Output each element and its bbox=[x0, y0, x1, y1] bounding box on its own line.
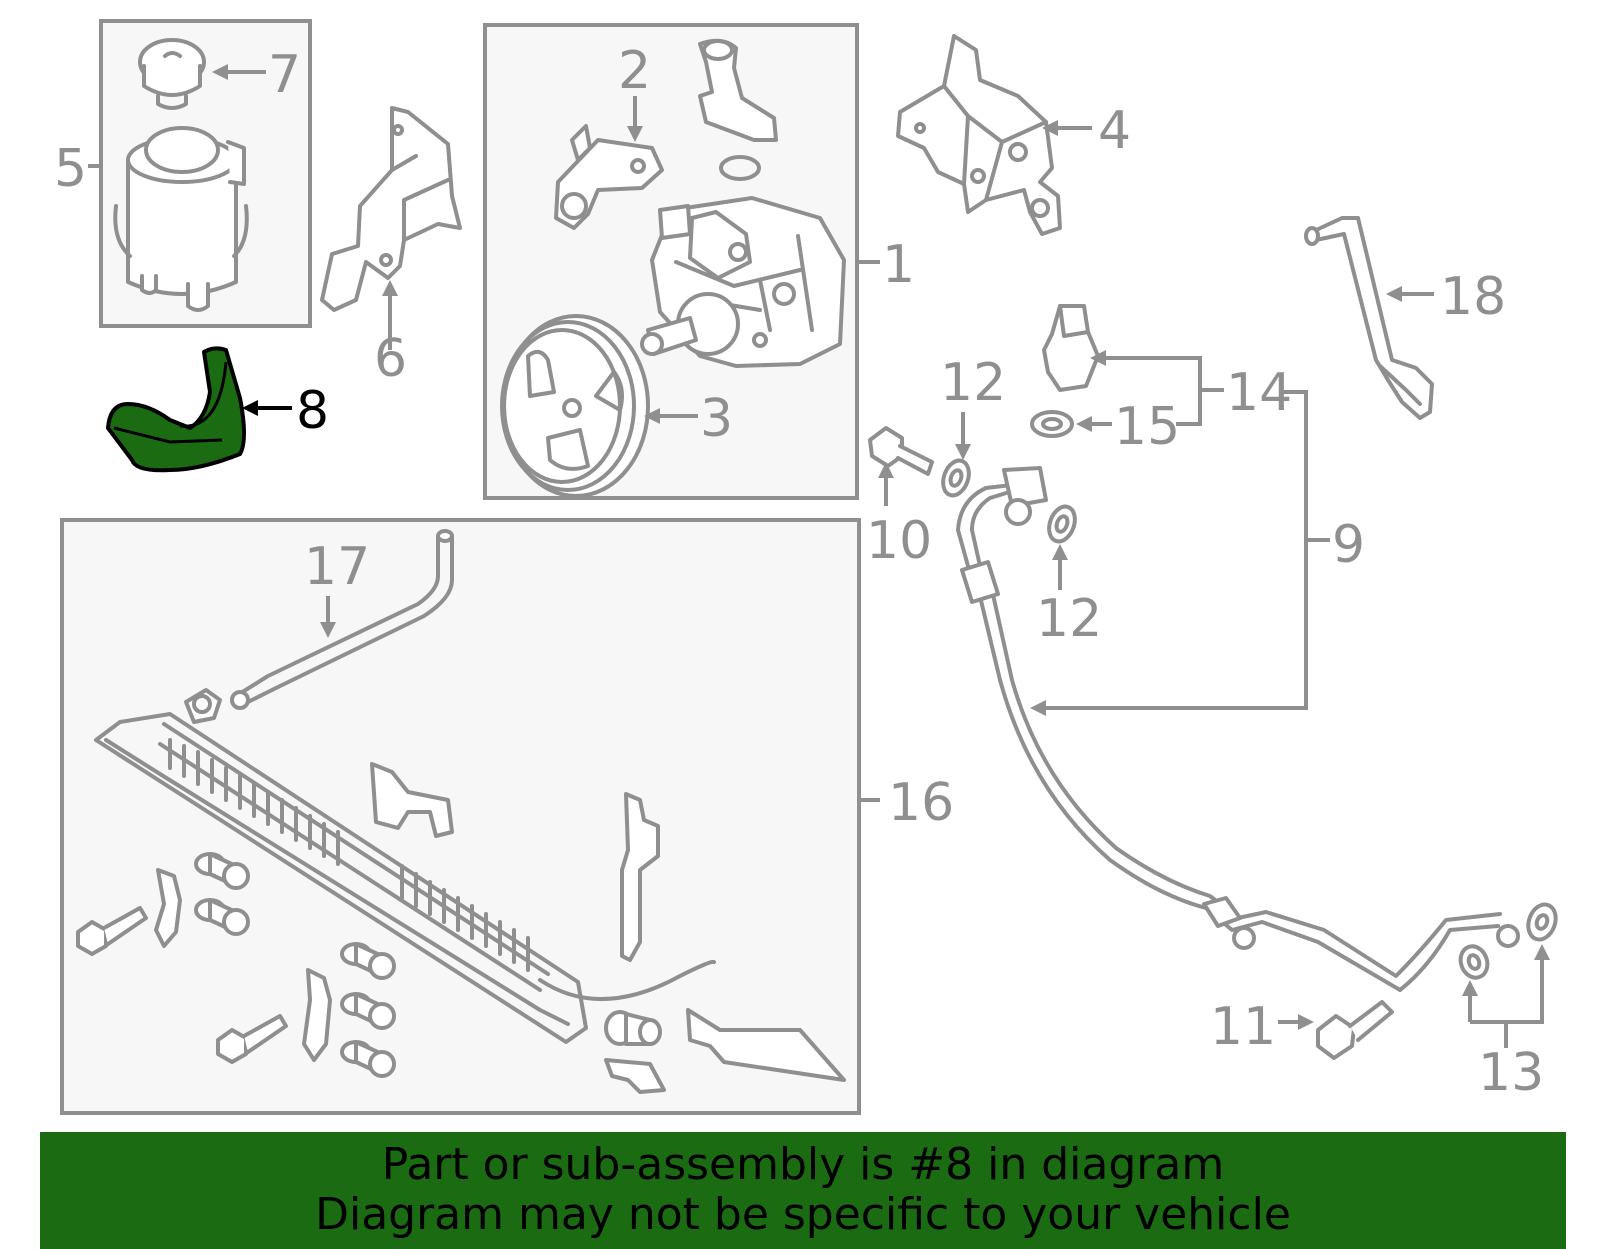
diagram-notice-banner: Part or sub-assembly is #8 in diagram Di… bbox=[40, 1132, 1566, 1249]
callout-18: 18 bbox=[1440, 267, 1506, 327]
pressure-switch-part[interactable] bbox=[1042, 304, 1100, 392]
callout-4: 4 bbox=[1098, 101, 1131, 161]
pressure-line-part[interactable] bbox=[956, 466, 1520, 992]
cooler-bushings bbox=[194, 852, 662, 1078]
cooler-bolts bbox=[76, 906, 288, 1064]
callout-5: 5 bbox=[54, 139, 87, 199]
callout-8: 8 bbox=[296, 381, 329, 441]
hose-part-18[interactable] bbox=[1304, 216, 1434, 420]
reservoir-cap-part[interactable] bbox=[138, 38, 206, 110]
cooler-group-box bbox=[60, 518, 861, 1115]
pulley-part[interactable] bbox=[500, 314, 650, 498]
callout-15: 15 bbox=[1114, 397, 1180, 457]
callout-12-lower: 12 bbox=[1036, 589, 1102, 649]
callout-13: 13 bbox=[1478, 1043, 1544, 1103]
banner-line-2: Diagram may not be specific to your vehi… bbox=[315, 1189, 1291, 1240]
callout-2: 2 bbox=[618, 41, 651, 101]
washer-part-12-upper[interactable] bbox=[939, 457, 974, 499]
oil-cooler-part[interactable] bbox=[94, 688, 716, 1044]
cooler-brackets bbox=[154, 762, 846, 1094]
washer-part-13[interactable] bbox=[1456, 901, 1560, 982]
cooler-fins bbox=[168, 738, 530, 972]
callout-6: 6 bbox=[374, 329, 407, 389]
callout-17: 17 bbox=[304, 537, 370, 597]
callout-labels: 7 5 6 2 4 1 3 8 18 14 15 12 10 12 9 17 1… bbox=[54, 41, 1544, 1103]
callout-3: 3 bbox=[700, 389, 733, 449]
callout-11: 11 bbox=[1210, 997, 1276, 1057]
bolt-part-10[interactable] bbox=[868, 426, 934, 476]
bracket-part[interactable] bbox=[320, 106, 462, 312]
washer-part-15[interactable] bbox=[1030, 410, 1074, 438]
callout-1: 1 bbox=[882, 235, 915, 295]
washer-part-12-lower[interactable] bbox=[1045, 503, 1080, 545]
callout-16: 16 bbox=[888, 773, 954, 833]
leader-lines bbox=[88, 64, 1550, 1048]
power-steering-pump-part[interactable] bbox=[640, 196, 846, 368]
callout-10: 10 bbox=[866, 511, 932, 571]
callout-9: 9 bbox=[1332, 515, 1365, 575]
callout-12-upper: 12 bbox=[940, 353, 1006, 413]
callout-7: 7 bbox=[268, 45, 301, 105]
cooler-inlet-pipe-part[interactable] bbox=[230, 529, 454, 710]
callout-14: 14 bbox=[1226, 363, 1292, 423]
return-hose-part[interactable] bbox=[106, 346, 246, 473]
bolt-part-11[interactable] bbox=[1316, 1000, 1394, 1060]
banner-line-1: Part or sub-assembly is #8 in diagram bbox=[381, 1139, 1225, 1190]
pump-mount-bracket-part[interactable] bbox=[896, 34, 1062, 236]
reservoir-part[interactable] bbox=[113, 126, 249, 312]
pump-bracket-part[interactable] bbox=[554, 38, 778, 230]
